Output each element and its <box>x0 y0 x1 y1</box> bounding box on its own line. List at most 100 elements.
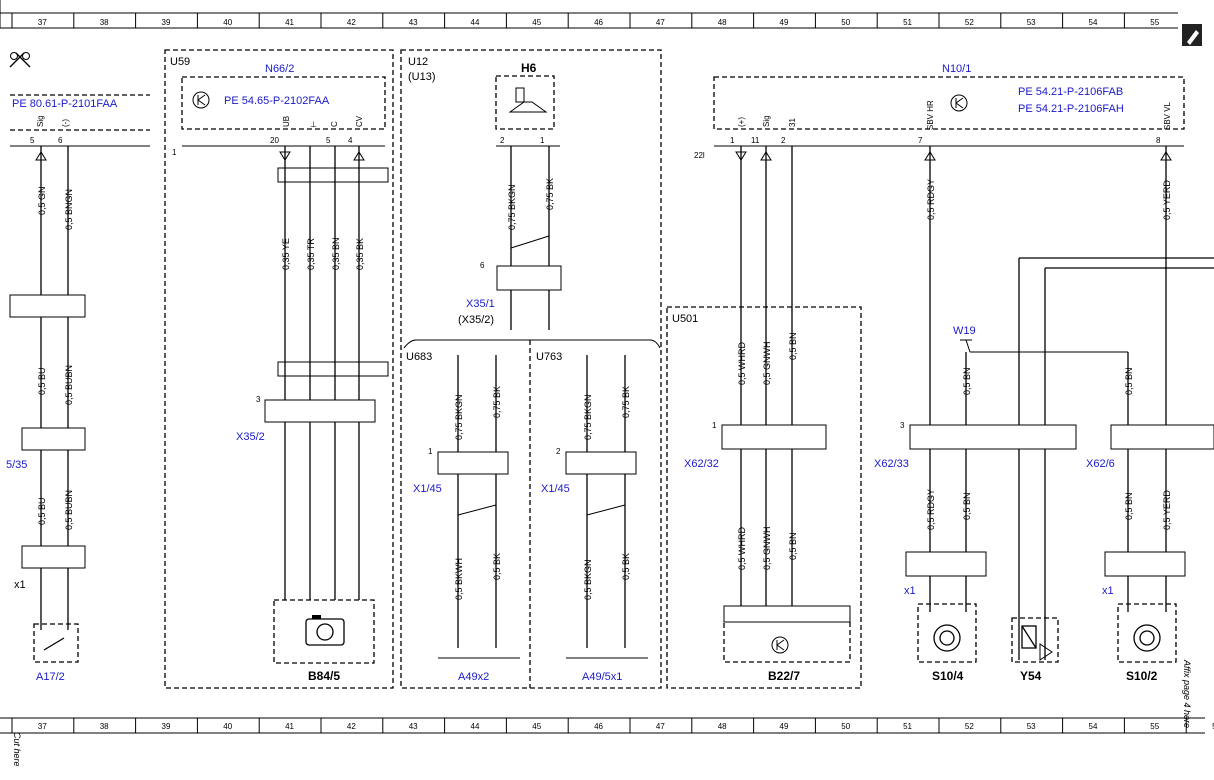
wire-bkgn-075-u683: 0,75 BKGN <box>454 394 464 440</box>
camera-icon <box>305 615 345 646</box>
ruler-label: 54 <box>1089 18 1098 27</box>
a49x2-label: A49x2 <box>458 671 489 683</box>
a49-5x1-label: A49/5x1 <box>582 671 622 683</box>
ruler-label: 48 <box>718 722 727 731</box>
ruler-label: 39 <box>162 18 171 27</box>
wire-bn-035: 0,35 BN <box>331 237 341 270</box>
cut-here-note: Cut here <box>12 732 22 767</box>
wire-bubn-bot: 0,5 BUBN <box>64 490 74 530</box>
x1-45-b-label: X1/45 <box>541 483 570 495</box>
conn-1-n10: 1 <box>730 136 735 145</box>
transistor-icon-n10 <box>950 94 968 112</box>
ruler-label: 55 <box>1150 18 1159 27</box>
pin-sbv-hr: SBV HR <box>926 100 935 130</box>
u683-label: U683 <box>406 351 432 363</box>
conn-6-x351: 6 <box>480 261 485 270</box>
ruler-label: 37 <box>38 18 47 27</box>
ruler-label: 38 <box>100 722 109 731</box>
ruler-label: 48 <box>718 18 727 27</box>
conn-8: 8 <box>1156 136 1161 145</box>
wire-gnwh-bot: 0,5 GNWH <box>762 526 772 570</box>
ruler-label: 41 <box>285 722 294 731</box>
conn-1-h6: 1 <box>540 136 545 145</box>
ruler-label: 40 <box>223 18 232 27</box>
ruler-label: 55 <box>1150 722 1159 731</box>
wire-bu-bot: 0,5 BU <box>37 497 47 525</box>
wire-rdgy-top: 0,5 RDGY <box>926 179 936 220</box>
wire-bn-s104: 0,5 BN <box>962 492 972 520</box>
conn-3-x6233: 3 <box>900 421 905 430</box>
wire-bngn: 0,5 BNGN <box>64 189 74 230</box>
ruler-label: 45 <box>532 18 541 27</box>
conn-7: 7 <box>918 136 923 145</box>
n10-1-label: N10/1 <box>942 63 971 75</box>
wire-gn: 0,5 GN <box>37 186 47 215</box>
x62-33-label: X62/33 <box>874 458 909 470</box>
pe-54-65-ref: PE 54.65-P-2102FAA <box>224 95 330 107</box>
n66-2-label: N66/2 <box>265 63 294 75</box>
conn-11: 11 <box>751 136 760 145</box>
u501-group: U501 0,5 WHRD 0,5 GNWH 0,5 BN 1 X62/32 0… <box>666 146 862 689</box>
wire-bk-05-u763: 0,5 BK <box>621 553 631 580</box>
transistor-icon <box>192 91 210 109</box>
ruler-label: 47 <box>656 722 665 731</box>
left-partial-column: PE 80.61-P-2101FAA Sig (-) 5 6 0,5 GN 0,… <box>6 94 150 683</box>
x35-1-label: X35/1 <box>466 298 495 310</box>
conn-1-u59: 1 <box>172 148 177 157</box>
wire-bn-w19-b: 0,5 BN <box>1124 367 1134 395</box>
wire-rdgy-bot: 0,5 RDGY <box>926 489 936 530</box>
bottom-ruler: 3738394041424344454647484950515253545556… <box>0 659 1214 767</box>
pin-gnd: ⊥ <box>310 120 317 129</box>
wire-bk-05-u683: 0,5 BK <box>492 553 502 580</box>
b84-5-label: B84/5 <box>308 669 340 683</box>
u763-label: U763 <box>536 351 562 363</box>
ruler-label: 45 <box>532 722 541 731</box>
ruler-label: 51 <box>903 18 912 27</box>
wire-bn-w19-a: 0,5 BN <box>962 367 972 395</box>
switch-icon-s102 <box>1133 624 1161 652</box>
pin-c: C <box>330 121 339 127</box>
conn-1-x145: 1 <box>428 447 433 456</box>
wire-bkgn-075-u763: 0,75 BKGN <box>583 394 593 440</box>
ruler-label: 53 <box>1027 722 1036 731</box>
u59-label: U59 <box>170 56 190 68</box>
pe-54-21-fah-ref: PE 54.21-P-2106FAH <box>1018 103 1124 115</box>
valve-icon-y54 <box>1021 625 1053 661</box>
affix-page-note: Affix page 4 here <box>1182 659 1192 728</box>
ruler-label: 53 <box>1027 18 1036 27</box>
conn-2-x145: 2 <box>556 447 561 456</box>
wire-tr-035: 0,35 TR <box>306 238 316 270</box>
wire-bkgn-075-h6: 0,75 BKGN <box>507 184 517 230</box>
ruler-label: 50 <box>841 18 850 27</box>
ruler-label: 37 <box>38 722 47 731</box>
x62-6-label: X62/6 <box>1086 458 1115 470</box>
conn-2-h6: 2 <box>500 136 505 145</box>
ruler-label: 38 <box>100 18 109 27</box>
pin-sbv-vl: SBV VL <box>1163 101 1172 130</box>
w19-label: W19 <box>953 325 976 337</box>
x35-partial-label: 5/35 <box>6 459 27 471</box>
u12-group: U12 (U13) H6 2 1 0,75 BKGN 0,75 BK 6 X35… <box>400 49 662 689</box>
right-section: 0,5 RDGY 0,5 YERD W19 0,5 BN 0,5 BN 3 X6… <box>874 146 1214 683</box>
u13-label: (U13) <box>408 71 436 83</box>
u59-group: U59 N66/2 PE 54.65-P-2102FAA 1 UB ⊥ C CV… <box>164 49 394 689</box>
pe-80-61-ref: PE 80.61-P-2101FAA <box>12 98 118 110</box>
ruler-label: 56 <box>1212 722 1214 731</box>
x35-2-paren-label: (X35/2) <box>458 314 494 326</box>
conn-20: 20 <box>270 136 279 145</box>
s10-4-label: S10/4 <box>932 669 964 683</box>
horn-icon <box>508 87 548 113</box>
s10-2-label: S10/2 <box>1126 669 1158 683</box>
ruler-label: 41 <box>285 18 294 27</box>
ruler-label: 46 <box>594 18 603 27</box>
ruler-label: 50 <box>841 722 850 731</box>
pe-54-21-fab-ref: PE 54.21-P-2106FAB <box>1018 86 1123 98</box>
ruler-label: 54 <box>1089 722 1098 731</box>
wire-bk-075-h6: 0,75 BK <box>545 178 555 210</box>
wire-bn-s102: 0,5 BN <box>1124 492 1134 520</box>
ruler-label: 46 <box>594 722 603 731</box>
pin-sig-left: Sig <box>36 115 45 127</box>
ruler-label: 52 <box>965 18 974 27</box>
h6-label: H6 <box>521 61 537 75</box>
